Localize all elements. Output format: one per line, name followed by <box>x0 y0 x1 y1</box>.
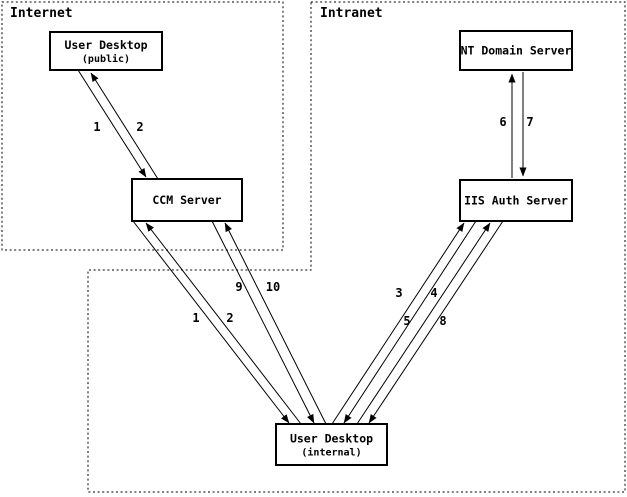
user-desktop-public-box <box>49 31 163 71</box>
flow-step-label: 1 <box>192 311 199 325</box>
user-desktop-internal-box <box>275 423 388 466</box>
flow-arrow-user-desktop-internal-to-iis-auth-server <box>331 222 465 425</box>
user-desktop-internal-sublabel: (internal) <box>301 447 361 459</box>
connection-layer <box>77 69 527 425</box>
intranet-zone-label: Intranet <box>320 6 383 21</box>
flow-step-label: 6 <box>499 115 506 129</box>
nt-domain-server-box <box>459 30 573 71</box>
flow-step-label: 1 <box>93 120 100 134</box>
flow-step-label: 2 <box>136 120 143 134</box>
iis-auth-server-box <box>459 179 573 222</box>
internet-zone-border <box>1 1 284 251</box>
flow-arrow-user-desktop-public-to-ccm-server <box>77 69 147 178</box>
intranet-zone-border <box>87 1 626 493</box>
flow-arrow-iis-auth-server-to-user-desktop-internal <box>368 220 504 424</box>
user-desktop-public-sublabel: (public) <box>82 53 130 65</box>
flow-step-label: 9 <box>235 280 242 294</box>
flow-step-label: 5 <box>403 314 410 328</box>
user-desktop-public-label: User Desktop <box>64 38 147 52</box>
flow-step-label: 10 <box>266 280 280 294</box>
user-desktop-internal-label: User Desktop <box>290 432 373 446</box>
flow-step-label: 8 <box>439 314 446 328</box>
flow-step-label: 7 <box>526 115 533 129</box>
flow-step-label: 2 <box>226 311 233 325</box>
ccm-server-box <box>131 178 243 222</box>
ccm-server-label: CCM Server <box>152 193 221 207</box>
flow-step-label: 4 <box>430 286 437 300</box>
internet-zone-label: Internet <box>10 6 73 21</box>
flow-arrow-ccm-server-to-user-desktop-internal <box>211 220 315 424</box>
flow-arrow-user-desktop-internal-to-iis-auth-server <box>356 222 491 425</box>
flow-arrow-user-desktop-internal-to-ccm-server <box>224 222 327 425</box>
flow-arrow-ccm-server-to-user-desktop-internal <box>132 220 290 424</box>
iis-auth-server-label: IIS Auth Server <box>464 194 568 208</box>
flow-step-label: 3 <box>395 286 402 300</box>
nt-domain-server-label: NT Domain Server <box>461 44 572 58</box>
flow-arrow-iis-auth-server-to-user-desktop-internal <box>343 220 477 424</box>
flow-label-layer: 1 2 1 2 9 10 3 4 5 8 6 7 <box>93 115 533 328</box>
flow-arrow-user-desktop-internal-to-ccm-server <box>145 222 302 425</box>
flow-arrow-ccm-server-to-user-desktop-public <box>90 72 159 180</box>
